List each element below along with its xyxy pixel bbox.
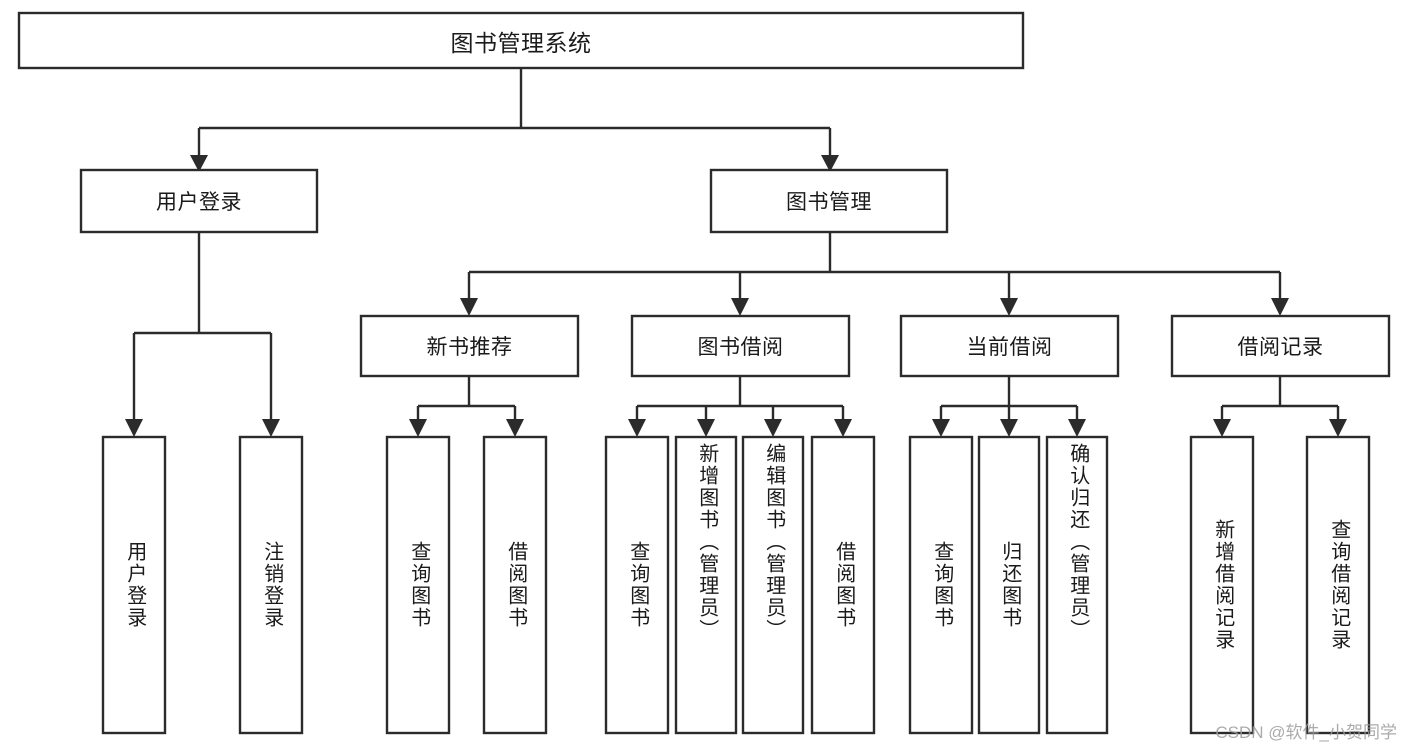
arrow-borrow-leaf2: [697, 419, 715, 437]
node-box-leaf-11[interactable]: [1189, 435, 1255, 735]
arrow-borrow-leaf4: [834, 419, 852, 437]
node-box-current-borrow[interactable]: [899, 314, 1120, 378]
node-box-leaf-2[interactable]: [385, 435, 451, 735]
arrow-current-leaf2: [1000, 419, 1018, 437]
arrow-record-leaf2: [1329, 419, 1347, 437]
node-box-leaf-10[interactable]: [1045, 435, 1109, 735]
node-box-book-management[interactable]: [709, 168, 949, 234]
arrow-root-to-book-mgmt: [821, 155, 839, 172]
node-box-leaf-7[interactable]: [810, 435, 876, 735]
arrow-bookmgmt-record: [1271, 298, 1289, 316]
node-box-leaf-0[interactable]: [101, 435, 167, 735]
arrow-root-to-user-login: [190, 155, 208, 172]
arrow-current-leaf3: [1068, 419, 1086, 437]
arrow-newbook-leaf1: [409, 419, 427, 437]
node-box-root[interactable]: [17, 11, 1025, 70]
arrow-current-leaf1: [932, 419, 950, 437]
arrow-userlogin-leaf1: [125, 419, 143, 437]
node-box-leaf-4[interactable]: [604, 435, 670, 735]
node-box-leaf-3[interactable]: [482, 435, 548, 735]
node-box-book-borrow[interactable]: [630, 314, 851, 378]
arrow-bookmgmt-borrow: [731, 298, 749, 316]
arrow-newbook-leaf2: [506, 419, 524, 437]
node-box-leaf-12[interactable]: [1305, 435, 1371, 735]
arrow-userlogin-leaf2: [262, 419, 280, 437]
arrow-borrow-leaf3: [764, 419, 782, 437]
arrow-bookmgmt-newbook: [460, 298, 478, 316]
arrow-bookmgmt-current: [1000, 298, 1018, 316]
node-box-borrow-record[interactable]: [1170, 314, 1391, 378]
node-box-leaf-1[interactable]: [238, 435, 304, 735]
node-box-new-book-recommend[interactable]: [359, 314, 580, 378]
node-box-leaf-5[interactable]: [674, 435, 738, 735]
arrow-record-leaf1: [1213, 419, 1231, 437]
node-box-user-login[interactable]: [79, 168, 319, 234]
node-box-leaf-9[interactable]: [977, 435, 1041, 735]
node-box-leaf-8[interactable]: [908, 435, 974, 735]
node-box-leaf-6[interactable]: [741, 435, 805, 735]
arrow-borrow-leaf1: [628, 419, 646, 437]
